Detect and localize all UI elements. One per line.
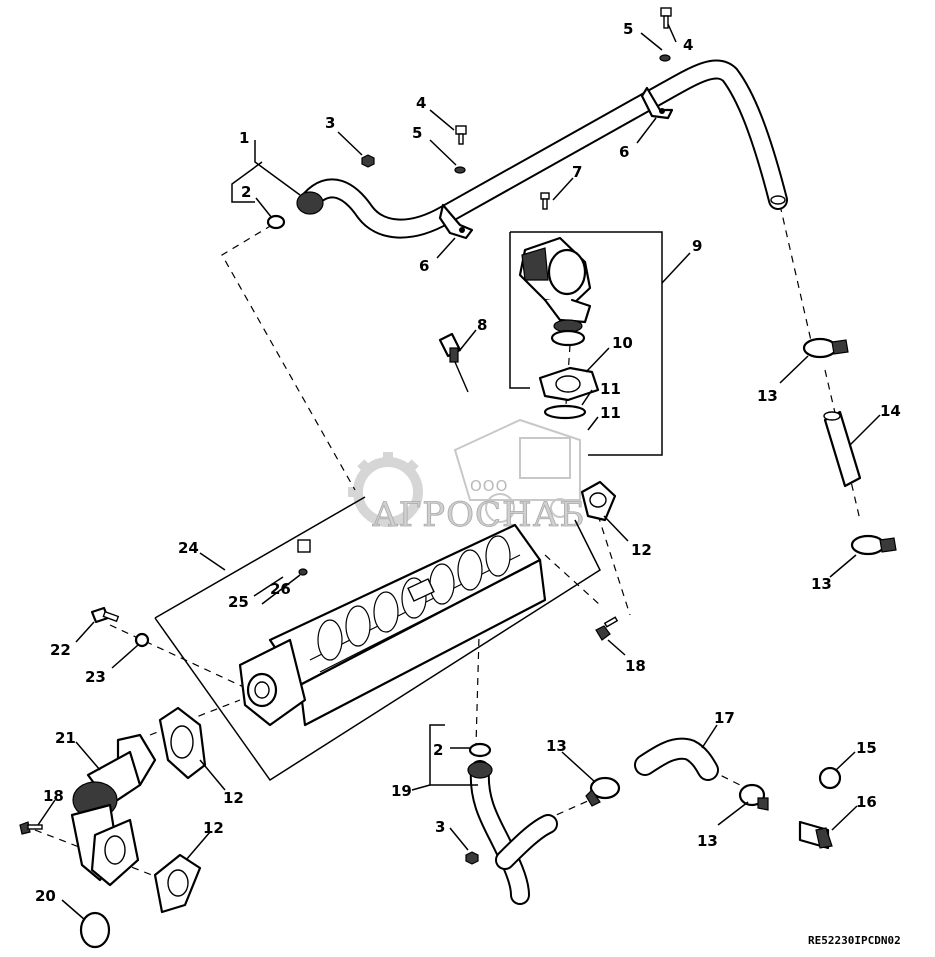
washer-23-icon: [134, 632, 150, 648]
egr-tube-lower: [467, 760, 558, 905]
watermark-gear-icon: [348, 452, 423, 527]
seal-11-icon: [543, 404, 587, 420]
gasket-12-upper-icon: [580, 480, 617, 522]
callout-16: 16: [856, 793, 877, 811]
callout-23: 23: [85, 668, 106, 686]
callout-13-lower-right: 13: [697, 832, 718, 850]
gasket-2-upper-icon: [266, 214, 286, 230]
hose-clamp-13-upper-icon: [802, 337, 849, 359]
bolt-18-right-icon: [595, 616, 619, 641]
washer-26-icon: [298, 568, 308, 576]
callout-12-right: 12: [631, 541, 652, 559]
hose-14-icon: [823, 410, 862, 488]
egr-cooler-group-box: [154, 496, 601, 782]
callout-13-lower-left: 13: [546, 737, 567, 755]
callout-5-right: 5: [623, 20, 633, 38]
callout-2-lower: 2: [433, 741, 443, 759]
egr-valve-group-box: [509, 231, 663, 456]
callout-26: 26: [270, 580, 291, 598]
watermark-line2: АГРОСНАБ: [372, 495, 585, 535]
gasket-2-lower-icon: [468, 742, 492, 758]
watermark-line1: ООО: [470, 477, 508, 495]
callout-22: 22: [50, 641, 71, 659]
washer-5-upper-icon: [454, 166, 466, 174]
callout-15: 15: [856, 739, 877, 757]
callout-6-upper: 6: [619, 143, 629, 161]
hose-clamp-13-lower-left-icon: [585, 776, 621, 807]
callout-19: 19: [391, 782, 412, 800]
leader-lines: [37, 23, 881, 921]
nut-3-upper-icon: [361, 154, 375, 168]
callout-11-upper: 11: [600, 380, 621, 398]
hose-17-icon: [634, 737, 719, 781]
callout-25: 25: [228, 593, 249, 611]
callout-17: 17: [714, 709, 735, 727]
callout-12-lower: 12: [203, 819, 224, 837]
callout-11-lower: 11: [600, 404, 621, 422]
callout-13-middle: 13: [811, 575, 832, 593]
bolt-22-icon: [90, 606, 120, 624]
hose-clamp-13-lower-right-icon: [738, 783, 769, 811]
callout-9: 9: [692, 237, 702, 255]
callout-21: 21: [55, 729, 76, 747]
callout-14: 14: [880, 402, 901, 420]
clamp-6-right: [640, 86, 674, 120]
callout-7: 7: [572, 163, 582, 181]
callout-10: 10: [612, 334, 633, 352]
callout-6-lower: 6: [419, 257, 429, 275]
gasket-12-lower-icon: [153, 853, 202, 914]
callout-1: 1: [239, 129, 249, 147]
drain-plug-25-icon: [297, 539, 311, 553]
callout-4-right: 4: [683, 36, 693, 54]
callout-24: 24: [178, 539, 199, 557]
callout-2-upper: 2: [241, 183, 251, 201]
clamp-6-left: [438, 203, 474, 240]
cap-20-icon: [79, 911, 111, 949]
watermark: ООО АГРОСНАБ: [348, 418, 585, 535]
nut-3-lower-icon: [465, 851, 479, 865]
callout-4-upper: 4: [416, 94, 426, 112]
callout-8: 8: [477, 316, 487, 334]
cap-15-icon: [818, 766, 842, 790]
callout-5-upper: 5: [412, 124, 422, 142]
reference-code: RE52230IPCDN02: [808, 934, 901, 947]
callout-18-left: 18: [43, 787, 64, 805]
callout-13-upper: 13: [757, 387, 778, 405]
gasket-10-icon: [538, 366, 600, 402]
callouts: 1 2 3 4 5 6 5 4 6 7 8 9 10 11 11 12 13 1…: [35, 20, 901, 905]
gasket-12-left-icon: [158, 706, 207, 780]
hose-clamp-13-lower-icon: [850, 534, 897, 556]
callout-3-upper: 3: [325, 114, 335, 132]
watermark-combine-icon: [453, 418, 581, 523]
egr-valve-icon: [518, 236, 592, 347]
callout-20: 20: [35, 887, 56, 905]
callout-18-right: 18: [625, 657, 646, 675]
tube-flange-icon: [296, 191, 324, 215]
alignment-lines: [34, 204, 861, 881]
egr-tube-upper: [296, 59, 788, 239]
temp-sensor-8-icon: [438, 332, 469, 393]
bolt-4-right-icon: [660, 7, 672, 29]
egr-cooler-icon: [238, 523, 547, 727]
bolt-7-icon: [540, 192, 550, 210]
exhaust-elbow-21-icon: [70, 733, 157, 887]
callout-12-left: 12: [223, 789, 244, 807]
callout-3-lower: 3: [435, 818, 445, 836]
washer-5-right-icon: [659, 54, 671, 62]
bolt-4-upper-icon: [455, 125, 467, 145]
bolt-18-left-icon: [19, 821, 43, 835]
fitting-16-icon: [798, 820, 833, 850]
